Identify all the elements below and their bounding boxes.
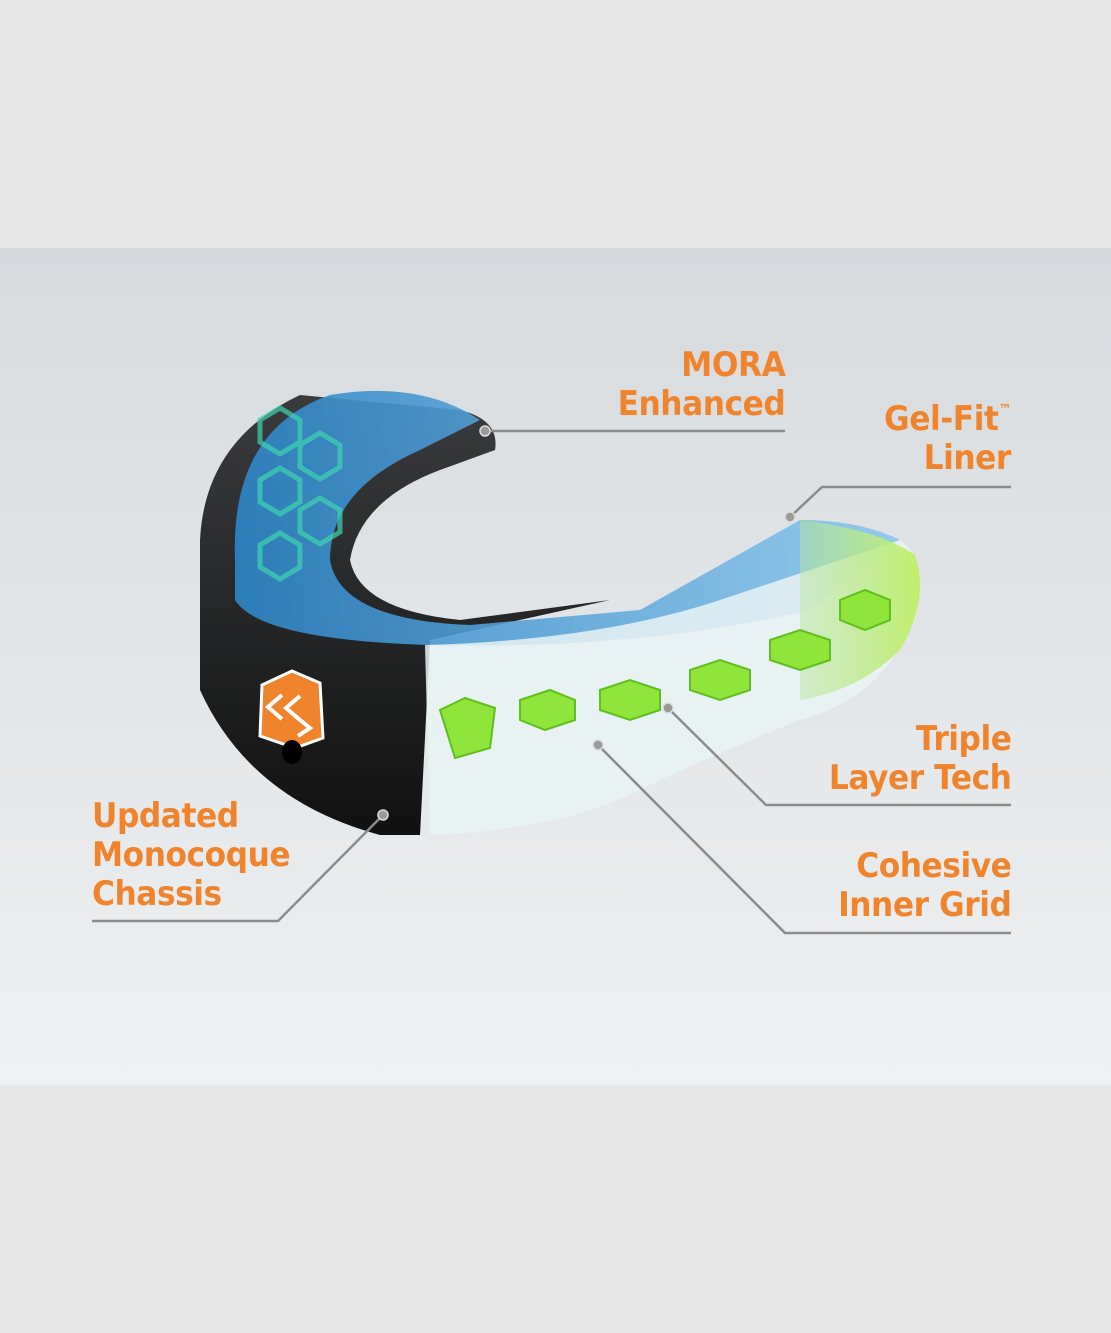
label-line: Liner — [923, 438, 1012, 478]
leader-dots — [377, 425, 796, 821]
label-text: Gel-Fit — [884, 399, 999, 439]
label-cohesive-inner-grid: Cohesive Inner Grid — [837, 846, 1012, 925]
breathing-hole — [282, 740, 302, 764]
label-triple-layer-tech: Triple Layer Tech — [828, 720, 1011, 798]
hex-pattern — [257, 405, 343, 582]
label-line: Chassis — [92, 874, 222, 914]
shock-doctor-logo-icon — [258, 669, 325, 750]
leader-lines — [92, 429, 1011, 935]
trademark: ™ — [998, 402, 1012, 418]
label-line: Inner Grid — [837, 885, 1012, 925]
inner-grid-cells — [438, 588, 891, 760]
label-mora-enhanced: MORA Enhanced — [617, 346, 785, 424]
label-line: Cohesive — [855, 846, 1012, 886]
label-gel-fit-liner: Gel-Fit™ Liner — [884, 400, 1011, 478]
liner-shape — [234, 390, 900, 646]
label-line: Updated — [92, 796, 239, 836]
label-line: MORA — [680, 345, 786, 385]
label-line: Enhanced — [617, 384, 785, 424]
cutaway-shape — [425, 540, 920, 835]
label-line: Gel-Fit™ — [884, 400, 1011, 439]
label-line: Triple — [915, 719, 1011, 759]
label-line: Layer Tech — [828, 758, 1011, 798]
label-line: Monocoque — [92, 835, 291, 875]
label-updated-monocoque-chassis: Updated Monocoque Chassis — [92, 796, 291, 914]
